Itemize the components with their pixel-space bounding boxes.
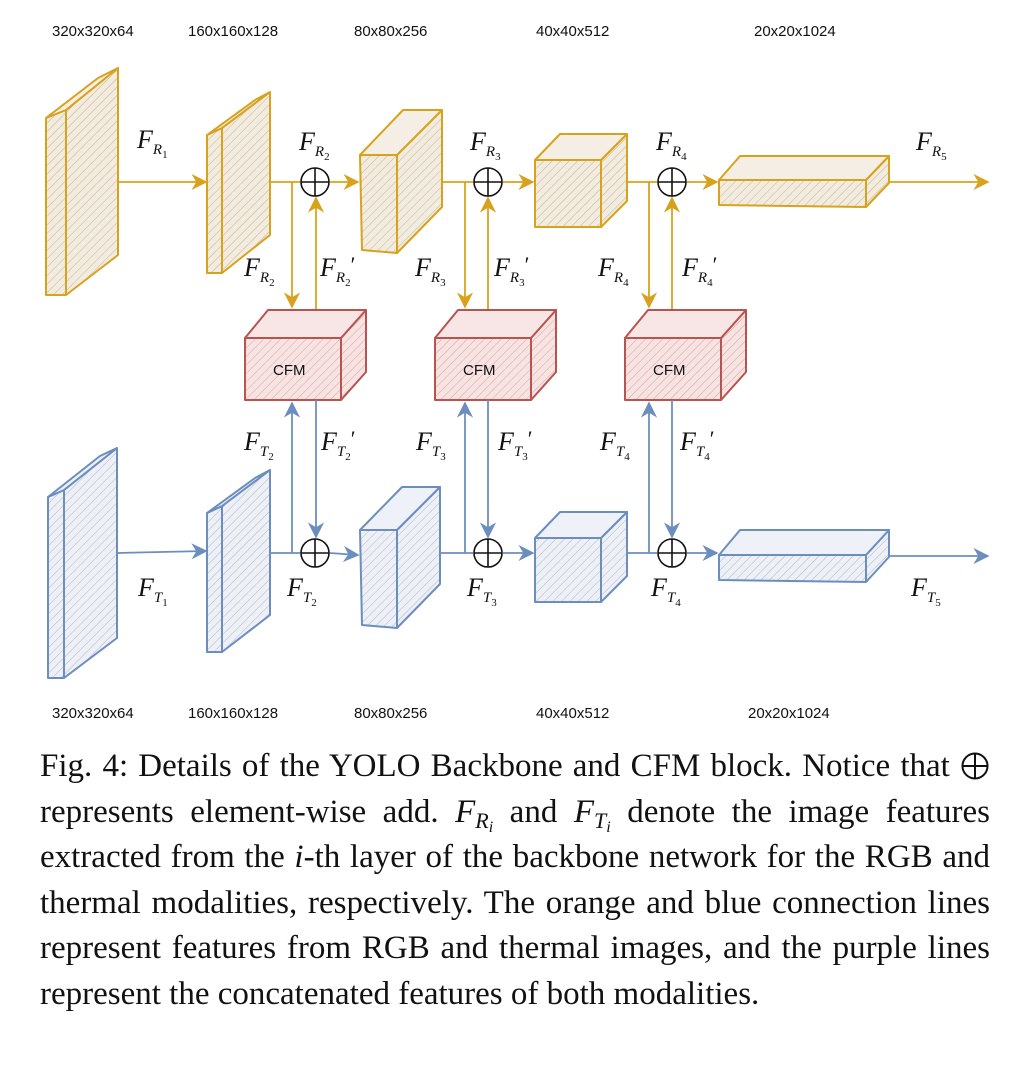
thermal-arrow-2 — [329, 545, 360, 563]
rgb-block-4 — [534, 133, 628, 228]
label-ft2-bottom: FT2 — [286, 573, 317, 609]
label-fr3-side: FR3 — [414, 253, 446, 289]
thermal-add-icon-2 — [300, 538, 330, 568]
thermal-block-3 — [359, 486, 441, 629]
label-fr2-prime: FR2′ — [319, 252, 355, 289]
label-ft3-prime: FT3′ — [497, 426, 533, 463]
label-ft4-side: FT4 — [599, 427, 630, 463]
label-ft2-side: FT2 — [243, 427, 274, 463]
caption-fig-label: Fig. 4: — [40, 748, 129, 784]
backbone-diagram: 320x320x64 160x160x128 80x80x256 40x40x5… — [45, 23, 990, 722]
bottom-dim-2: 160x160x128 — [188, 705, 278, 722]
rgb-add-icon-2 — [300, 167, 330, 197]
caption-part3: denote the image features extracted from… — [40, 793, 991, 876]
top-dim-3: 80x80x256 — [354, 23, 427, 40]
label-ft3-side: FT3 — [415, 427, 446, 463]
top-dim-5: 20x20x1024 — [754, 23, 836, 40]
cfm-block-1 — [244, 309, 367, 401]
thermal-add-icon-4 — [657, 538, 687, 568]
rgb-add-icon-4 — [657, 167, 687, 197]
cfm-label-1: CFM — [273, 362, 306, 379]
cfm-label-2: CFM — [463, 362, 496, 379]
label-ft1: FT1 — [137, 573, 168, 609]
top-dim-4: 40x40x512 — [536, 23, 609, 40]
thermal-block-4 — [534, 511, 628, 603]
caption-sym-i: i — [294, 839, 304, 875]
label-fr4-side: FR4 — [597, 253, 629, 289]
caption-sym-fr: FRi — [455, 793, 494, 836]
bottom-dim-3: 80x80x256 — [354, 705, 427, 722]
label-fr1: FR1 — [136, 125, 168, 161]
label-fr2-side: FR2 — [243, 253, 275, 289]
thermal-block-2 — [206, 469, 271, 653]
caption-sym-ft: FTi — [573, 793, 611, 836]
thermal-block-1 — [47, 447, 118, 679]
oplus-icon — [961, 752, 989, 780]
rgb-add-icon-3 — [473, 167, 503, 197]
caption-part4: -th layer of the backbone network for th… — [40, 839, 990, 1012]
caption-part2: represents element-wise add. — [40, 793, 439, 830]
label-fr5: FR5 — [915, 127, 947, 163]
figure-caption: Fig. 4: Details of the YOLO Backbone and… — [40, 744, 990, 1017]
thermal-arrow-1 — [116, 543, 208, 560]
rgb-block-1 — [45, 67, 119, 296]
cfm-label-3: CFM — [653, 362, 686, 379]
caption-part1: Details of the YOLO Backbone and CFM blo… — [138, 748, 950, 784]
label-ft4-bottom: FT4 — [650, 573, 681, 609]
top-dim-2: 160x160x128 — [188, 23, 278, 40]
top-dim-1: 320x320x64 — [52, 23, 134, 40]
label-fr3-prime: FR3′ — [493, 252, 529, 289]
cfm-block-3 — [624, 309, 747, 401]
label-fr2-top: FR2 — [298, 127, 330, 163]
label-ft2-prime: FT2′ — [320, 426, 356, 463]
cfm-block-2 — [434, 309, 557, 401]
thermal-block-5 — [718, 529, 890, 583]
rgb-block-5 — [718, 155, 890, 208]
thermal-add-icon-3 — [473, 538, 503, 568]
bottom-dim-5: 20x20x1024 — [748, 705, 830, 722]
label-fr4-prime: FR4′ — [681, 252, 717, 289]
label-ft4-prime: FT4′ — [679, 426, 715, 463]
bottom-dim-4: 40x40x512 — [536, 705, 609, 722]
label-ft3-bottom: FT3 — [466, 573, 497, 609]
rgb-block-3 — [359, 109, 443, 254]
label-fr3-top: FR3 — [469, 127, 501, 163]
label-ft5: FT5 — [910, 573, 941, 609]
rgb-block-2 — [206, 91, 271, 274]
label-fr4-top: FR4 — [655, 127, 687, 163]
caption-and: and — [509, 793, 558, 830]
bottom-dim-1: 320x320x64 — [52, 705, 134, 722]
